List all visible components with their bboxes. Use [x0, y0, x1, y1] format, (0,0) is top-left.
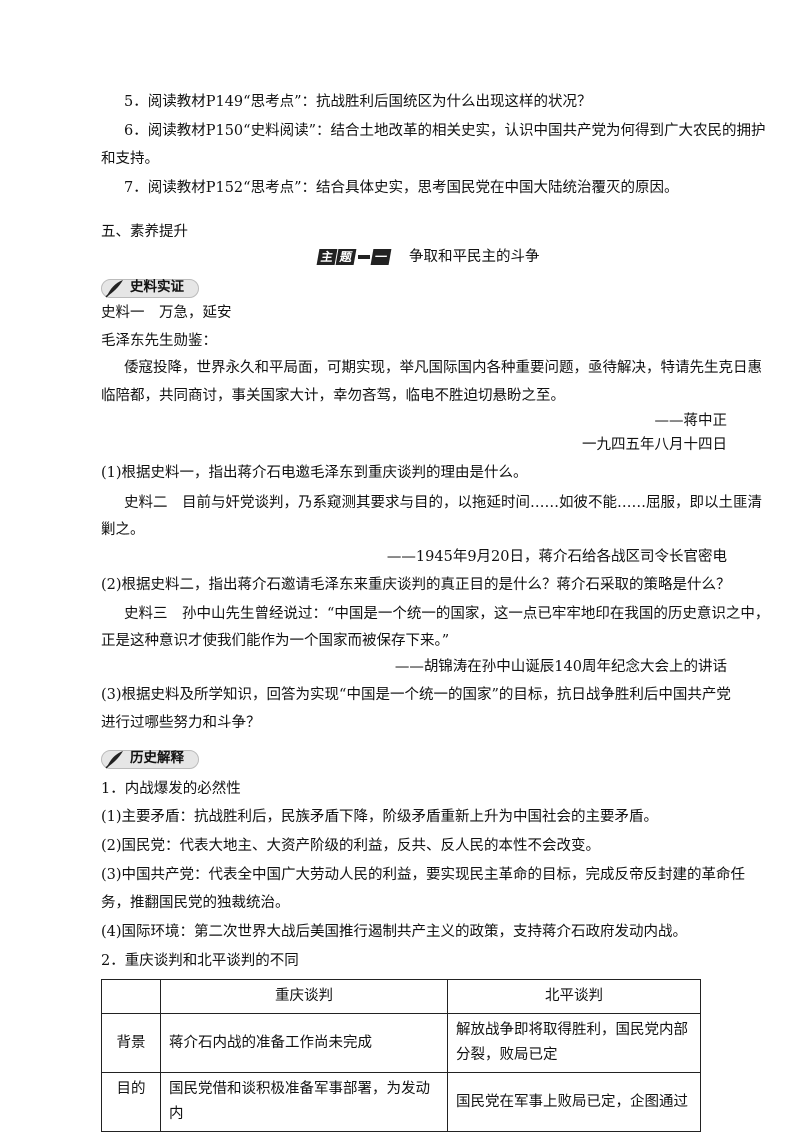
question-3-line1: (3)根据史料及所学知识，回答为实现“中国是一个统一的国家”的目标，抗日战争胜利…: [101, 687, 731, 703]
theme-heading: 主 题 一 争取和平民主的斗争: [316, 247, 540, 267]
explain-point-3-line2: 务，推翻国民党的独裁统治。: [101, 895, 290, 911]
material2-source: ——1945年9月20日，蒋介石给各战区司令长官密电: [386, 549, 727, 565]
table-cell: 国民党借和谈积极准备军事部署，为发动内: [160, 1072, 448, 1132]
theme-badge-char: 主: [316, 249, 338, 265]
explain-point-4: (4)国际环境：第二次世界大战后美国推行遏制共产主义的政策，支持蒋介石政府发动内…: [101, 924, 688, 940]
comparison-table: 重庆谈判 北平谈判 背景 蒋介石内战的准备工作尚未完成 解放战争即将取得胜利，国…: [101, 979, 701, 1132]
question-7: 7．阅读教材P152“思考点”：结合具体史实，思考国民党在中国大陆统治覆灭的原因…: [124, 180, 679, 196]
table-row: 背景 蒋介石内战的准备工作尚未完成 解放战争即将取得胜利，国民党内部 分裂，败局…: [101, 1013, 701, 1073]
material3-source: ——胡锦涛在孙中山诞辰140周年纪念大会上的讲话: [394, 659, 727, 675]
question-5: 5．阅读教材P149“思考点”：抗战胜利后国统区为什么出现这样的状况？: [124, 94, 592, 110]
material1-salutation: 毛泽东先生勋鉴：: [101, 333, 217, 349]
material2-body-line1: 史料二 目前与奸党谈判，乃系窥测其要求与目的，以拖延时间……如彼不能……屈服，即…: [124, 495, 762, 511]
explain-heading-1: 1．内战爆发的必然性: [101, 781, 241, 797]
question-3-line2: 进行过哪些努力和斗争？: [101, 715, 261, 731]
explain-heading-2: 2．重庆谈判和北平谈判的不同: [101, 953, 299, 969]
theme-title: 争取和平民主的斗争: [409, 248, 540, 265]
explain-point-1: (1)主要矛盾：抗战胜利后，民族矛盾下降，阶级矛盾重新上升为中国社会的主要矛盾。: [101, 809, 659, 825]
table-row-label: 背景: [101, 1013, 161, 1073]
question-1: (1)根据史料一，指出蒋介石电邀毛泽东到重庆谈判的理由是什么。: [101, 465, 528, 481]
badge-lishi-label: 历史解释: [130, 750, 184, 767]
material1-date: 一九四五年八月十四日: [582, 437, 727, 453]
quill-icon: [105, 750, 123, 769]
table-header-row: 重庆谈判 北平谈判: [101, 979, 701, 1014]
table-cell: 蒋介石内战的准备工作尚未完成: [160, 1013, 448, 1073]
question-2: (2)根据史料二，指出蒋介石邀请毛泽东来重庆谈判的真正目的是什么？蒋介石采取的策…: [101, 577, 731, 593]
material1-sign: ——蒋中正: [654, 413, 728, 429]
table-header-cell: 重庆谈判: [160, 979, 448, 1014]
material3-body-line1: 史料三 孙中山先生曾经说过：“中国是一个统一的国家，这一点已牢牢地印在我国的历史…: [124, 606, 770, 622]
table-cell: 国民党在军事上败局已定，企图通过: [447, 1072, 701, 1132]
table-cell: 解放战争即将取得胜利，国民党内部 分裂，败局已定: [447, 1013, 701, 1073]
table-row-label: 目的: [101, 1072, 161, 1132]
badge-shiliao: 史料实证: [101, 278, 199, 298]
table-header-cell: [101, 979, 161, 1014]
table-cell-line: 分裂，败局已定: [456, 1047, 558, 1063]
quill-icon: [105, 279, 123, 298]
material1-heading: 史料一 万急，延安: [101, 305, 232, 321]
theme-badge-dash: [358, 255, 371, 259]
explain-point-3-line1: (3)中国共产党：代表全中国广大劳动人民的利益，要实现民主革命的目标，完成反帝反…: [101, 867, 746, 883]
theme-badge: 主 题 一: [316, 248, 393, 266]
section-title: 五、素养提升: [101, 224, 188, 240]
material2-body-line2: 剿之。: [101, 522, 145, 538]
question-6-line2: 和支持。: [101, 151, 159, 167]
theme-badge-char: 一: [370, 249, 392, 265]
material1-body-line1: 倭寇投降，世界永久和平局面，可期实现，举凡国际国内各种重要问题，亟待解决，特请先…: [124, 360, 762, 376]
badge-lishi: 历史解释: [101, 749, 199, 769]
table-header-cell: 北平谈判: [447, 979, 701, 1014]
theme-badge-char: 题: [335, 249, 357, 265]
table-row: 目的 国民党借和谈积极准备军事部署，为发动内 国民党在军事上败局已定，企图通过: [101, 1072, 701, 1132]
question-6-line1: 6．阅读教材P150“史料阅读”：结合土地改革的相关史实，认识中国共产党为何得到…: [124, 123, 766, 139]
table-cell-line: 解放战争即将取得胜利，国民党内部: [456, 1022, 688, 1038]
explain-point-2: (2)国民党：代表大地主、大资产阶级的利益，反共、反人民的本性不会改变。: [101, 838, 601, 854]
material1-body-line2: 临陪都，共同商讨，事关国家大计，幸勿吝驾，临电不胜迫切悬盼之至。: [101, 388, 565, 404]
badge-shiliao-label: 史料实证: [130, 279, 184, 296]
material3-body-line2: 正是这种意识才使我们能作为一个国家而被保存下来。”: [101, 633, 450, 649]
